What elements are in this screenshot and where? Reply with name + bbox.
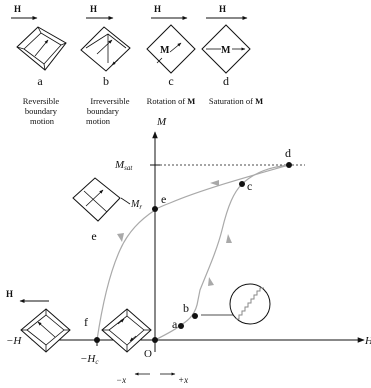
- panel-letter: b: [103, 74, 109, 88]
- panel-b: H b Irreversible boundary motion: [80, 4, 132, 126]
- panel-caption: Saturation of M: [209, 96, 263, 106]
- panel-letter: a: [37, 74, 43, 88]
- hc-label: −Hc: [80, 353, 99, 366]
- point-b-label: b: [183, 301, 189, 315]
- inset-remanence-grain: Mr e: [72, 177, 142, 243]
- magnetization-label: M: [221, 45, 231, 56]
- point-d: [286, 162, 292, 168]
- domain-grain: [146, 24, 196, 74]
- panel-letter: d: [223, 74, 229, 88]
- point-c: [239, 181, 245, 187]
- magnetization-label: M: [160, 45, 170, 56]
- curve-arrow: [117, 233, 124, 242]
- y-axis-label: M: [156, 116, 167, 128]
- panel-caption: Rotation of M: [147, 96, 196, 106]
- point-e: [152, 206, 158, 212]
- bottom-neg-label: −x: [116, 375, 126, 385]
- curve-points: a b c d e f: [84, 146, 292, 343]
- point-c-label: c: [247, 179, 252, 193]
- point-f-label: f: [84, 315, 88, 329]
- panel-a: H a Reversible boundary motion: [11, 4, 67, 126]
- barkhausen-inset: [201, 283, 271, 325]
- inset-e-letter: e: [91, 229, 96, 243]
- initial-magnetization-curve: [154, 164, 290, 341]
- panel-caption: Reversible boundary motion: [23, 96, 61, 126]
- mr-label: Mr: [130, 199, 142, 211]
- point-d-label: d: [285, 146, 291, 160]
- point-f: [94, 337, 100, 343]
- bottom-pos-label: +x: [178, 375, 188, 385]
- domain-grain: [201, 24, 251, 74]
- curve-arrow: [226, 234, 232, 243]
- point-a: [178, 323, 184, 329]
- point-a-label: a: [172, 317, 178, 331]
- field-label: H: [219, 4, 226, 14]
- reverse-field-indicator: H: [6, 289, 49, 303]
- point-e-label: e: [161, 192, 166, 206]
- panel-caption: Irreversible boundary motion: [86, 96, 132, 126]
- field-label: H: [14, 4, 21, 14]
- msat-label: Msat: [114, 159, 133, 172]
- panel-d: H M d Saturation of M: [201, 4, 263, 106]
- point-b: [192, 313, 198, 319]
- panel-letter: c: [168, 74, 173, 88]
- curve-arrow: [210, 180, 219, 186]
- point-origin: [152, 337, 158, 343]
- field-label: H: [154, 4, 161, 14]
- x-axis-pos-label: H: [364, 335, 371, 347]
- inset-coercivity-grain: [20, 308, 71, 353]
- x-axis-neg-label: −H: [6, 335, 22, 347]
- field-label: H: [90, 4, 97, 14]
- inset-demagnetized-grain: [101, 308, 152, 353]
- origin-label: O: [144, 348, 152, 360]
- panel-c: H M c Rotation of M: [146, 4, 196, 106]
- domain-grain: [80, 26, 131, 72]
- axes: M −H H O Msat −Hc −x +x: [6, 116, 371, 385]
- field-label: H: [6, 289, 13, 299]
- curve-arrow: [208, 277, 214, 286]
